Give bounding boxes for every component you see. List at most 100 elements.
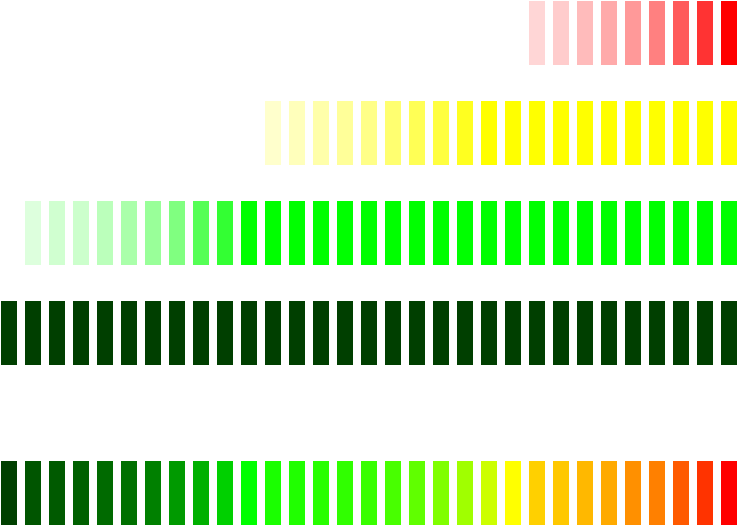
led-segment — [289, 101, 305, 165]
led-segment — [169, 461, 185, 525]
led-segment — [265, 201, 281, 265]
led-segment — [481, 301, 497, 365]
led-segment — [361, 301, 377, 365]
led-segment — [481, 201, 497, 265]
led-segment — [193, 461, 209, 525]
led-segment — [577, 201, 593, 265]
led-segment — [553, 1, 569, 65]
led-segment — [457, 461, 473, 525]
led-segment — [265, 461, 281, 525]
led-segment — [649, 461, 665, 525]
led-segment — [121, 201, 137, 265]
led-segment — [457, 201, 473, 265]
led-segment — [505, 101, 521, 165]
led-segment — [313, 201, 329, 265]
led-segment — [337, 201, 353, 265]
led-segment — [121, 301, 137, 365]
led-segment — [289, 461, 305, 525]
led-segment — [49, 201, 65, 265]
led-segment — [649, 101, 665, 165]
led-segment — [145, 201, 161, 265]
gradient-row — [0, 461, 737, 525]
led-segment — [289, 301, 305, 365]
led-segment — [49, 301, 65, 365]
led-segment — [697, 101, 713, 165]
led-segment — [121, 461, 137, 525]
led-segment — [529, 461, 545, 525]
led-segment — [625, 101, 641, 165]
led-segment — [145, 301, 161, 365]
led-segment — [529, 101, 545, 165]
led-segment — [241, 301, 257, 365]
led-segment — [409, 101, 425, 165]
yellow-row — [0, 101, 737, 165]
led-segment — [601, 301, 617, 365]
led-segment — [433, 201, 449, 265]
led-segment — [697, 1, 713, 65]
led-segment — [673, 301, 689, 365]
led-segment — [433, 301, 449, 365]
led-segment — [409, 301, 425, 365]
led-segment — [337, 301, 353, 365]
led-segment — [409, 201, 425, 265]
led-segment — [625, 1, 641, 65]
led-segment — [721, 201, 737, 265]
led-segment — [505, 201, 521, 265]
led-segment — [601, 461, 617, 525]
led-segment — [97, 201, 113, 265]
led-segment — [289, 201, 305, 265]
led-segment — [313, 461, 329, 525]
led-segment — [337, 101, 353, 165]
led-segment — [385, 201, 401, 265]
led-segment — [97, 461, 113, 525]
led-segment — [169, 201, 185, 265]
led-segment — [457, 301, 473, 365]
led-segment — [217, 201, 233, 265]
led-segment — [721, 301, 737, 365]
led-segment — [1, 301, 17, 365]
led-segment — [649, 1, 665, 65]
led-segment — [433, 461, 449, 525]
led-segment — [265, 301, 281, 365]
led-segment — [553, 461, 569, 525]
led-segment — [241, 461, 257, 525]
led-segment — [193, 301, 209, 365]
red-peak-row — [0, 1, 737, 65]
led-segment — [505, 301, 521, 365]
led-segment — [673, 101, 689, 165]
led-segment — [265, 101, 281, 165]
led-segment — [505, 461, 521, 525]
led-segment — [553, 201, 569, 265]
led-segment — [145, 461, 161, 525]
led-segment — [169, 301, 185, 365]
led-segment — [313, 101, 329, 165]
led-segment — [1, 461, 17, 525]
led-segment — [601, 101, 617, 165]
led-segment — [697, 301, 713, 365]
led-segment — [217, 301, 233, 365]
led-segment — [241, 201, 257, 265]
led-segment — [721, 1, 737, 65]
led-segment — [73, 461, 89, 525]
green-row — [0, 201, 737, 265]
led-segment — [457, 101, 473, 165]
led-segment — [385, 461, 401, 525]
led-segment — [73, 201, 89, 265]
led-segment — [361, 101, 377, 165]
led-segment — [553, 101, 569, 165]
led-segment — [577, 101, 593, 165]
led-segment — [49, 461, 65, 525]
led-segment — [25, 301, 41, 365]
led-segment — [361, 461, 377, 525]
led-segment — [529, 201, 545, 265]
led-segment — [73, 301, 89, 365]
led-segment — [529, 1, 545, 65]
led-segment — [721, 101, 737, 165]
led-segment — [577, 1, 593, 65]
led-segment — [337, 461, 353, 525]
led-segment — [433, 101, 449, 165]
led-segment — [601, 201, 617, 265]
led-segment — [577, 301, 593, 365]
led-segment — [625, 201, 641, 265]
led-segment — [409, 461, 425, 525]
